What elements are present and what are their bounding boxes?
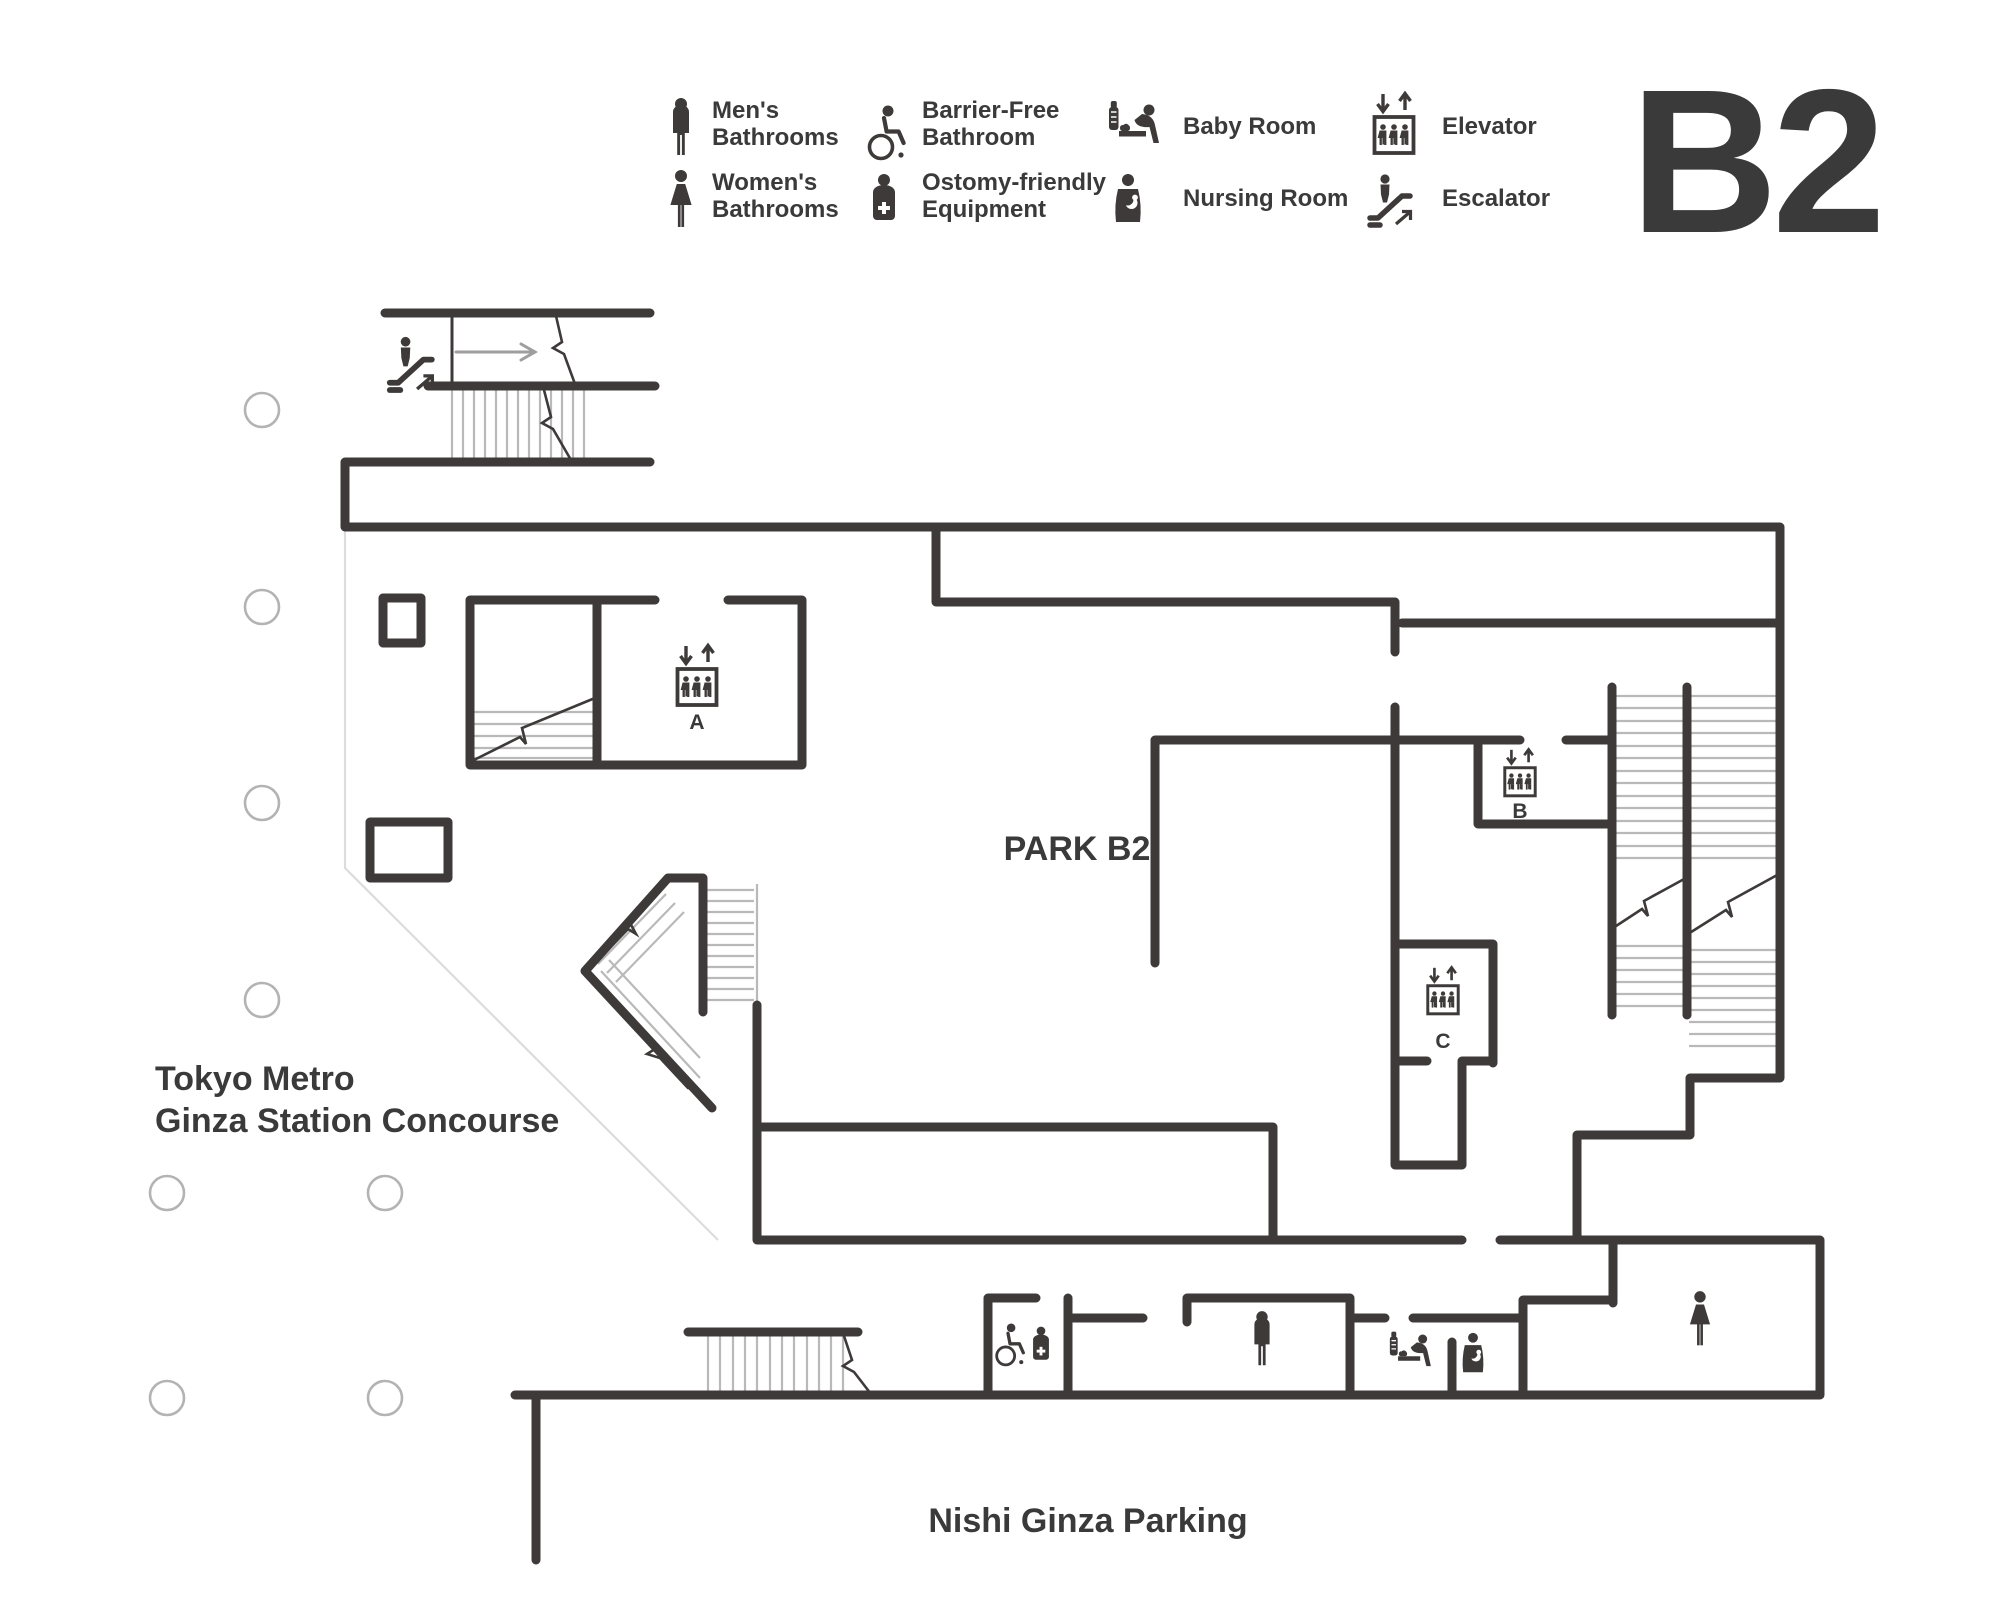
area-label-nishi-ginza-parking: Nishi Ginza Parking: [928, 1502, 1247, 1540]
legend-item-baby-room: Baby Room: [1108, 100, 1316, 144]
legend-label: Men's: [712, 97, 779, 124]
womens-bathroom-map-icon: [1689, 1291, 1711, 1346]
legend-label: Bathrooms: [712, 196, 839, 223]
legend-label: Bathroom: [922, 124, 1035, 151]
legend-label: Elevator: [1442, 113, 1537, 140]
direction-arrow: [454, 342, 539, 362]
pillar: [366, 1379, 404, 1417]
nursing-room-icon: [1115, 174, 1141, 222]
structure-box: [365, 817, 453, 883]
legend-item-mens-bathrooms: Men's Bathrooms: [673, 97, 839, 155]
legend-label: Barrier-Free: [922, 97, 1059, 124]
pillar: [148, 1379, 186, 1417]
legend-item-womens-bathrooms: Women's Bathrooms: [670, 169, 839, 227]
elevator-icon: [1375, 94, 1414, 154]
wall-lines: [340, 308, 1825, 1565]
pillar: [148, 1174, 186, 1212]
concourse-pillars: [148, 391, 404, 1417]
ostomy-icon: [873, 174, 895, 220]
mens-bathroom-map-icon: [1254, 1311, 1270, 1366]
area-label-concourse-line2: Ginza Station Concourse: [155, 1102, 559, 1140]
barrier-free-icon: [870, 106, 904, 159]
legend-item-escalator: Escalator: [1370, 174, 1550, 225]
area-label-concourse-line1: Tokyo Metro: [155, 1060, 355, 1098]
elevator-a-icon: [678, 646, 717, 706]
elevator-b-label: B: [1512, 800, 1527, 823]
ostomy-map-icon: [1033, 1326, 1049, 1360]
pillar: [366, 1174, 404, 1212]
barrier-free-map-icon: [995, 1321, 1025, 1367]
structure-box: [378, 593, 426, 648]
elevator-b-icon: [1505, 749, 1535, 795]
escalator-map-icon: [390, 337, 433, 390]
mens-bathroom-icon: [673, 98, 689, 155]
legend-item-ostomy: Ostomy-friendly Equipment: [873, 169, 1107, 223]
legend-item-elevator: Elevator: [1375, 94, 1537, 154]
legend-label: Nursing Room: [1183, 185, 1348, 212]
elevator-c-label: C: [1435, 1030, 1450, 1053]
pillar: [243, 588, 281, 626]
legend-label: Women's: [712, 169, 817, 196]
legend-label: Escalator: [1442, 185, 1550, 212]
floor-title: B2: [1630, 47, 1880, 276]
womens-bathroom-icon: [670, 170, 692, 227]
legend-label: Ostomy-friendly: [922, 169, 1107, 196]
legend-item-barrier-free: Barrier-Free Bathroom: [870, 97, 1059, 159]
legend-label: Equipment: [922, 196, 1046, 223]
legend: Men's Bathrooms Barrier-Free Bathroom Ba…: [670, 94, 1550, 228]
elevator-c-icon: [1428, 967, 1458, 1013]
baby-room-map-icon: [1389, 1331, 1432, 1367]
escalator-icon: [1370, 174, 1411, 225]
walls: [340, 308, 1825, 1565]
legend-label: Baby Room: [1183, 113, 1316, 140]
area-label-park-b2: PARK B2: [1004, 830, 1151, 868]
legend-item-nursing-room: Nursing Room: [1115, 174, 1348, 222]
stair-break-lines: [470, 314, 1781, 1396]
baby-room-icon: [1108, 100, 1160, 144]
pillar: [243, 784, 281, 822]
nursing-room-map-icon: [1462, 1332, 1484, 1373]
pillar: [243, 981, 281, 1019]
legend-label: Bathrooms: [712, 124, 839, 151]
concourse-boundary-line: [343, 465, 719, 1241]
elevator-a-label: A: [689, 711, 704, 734]
pillar: [243, 391, 281, 429]
